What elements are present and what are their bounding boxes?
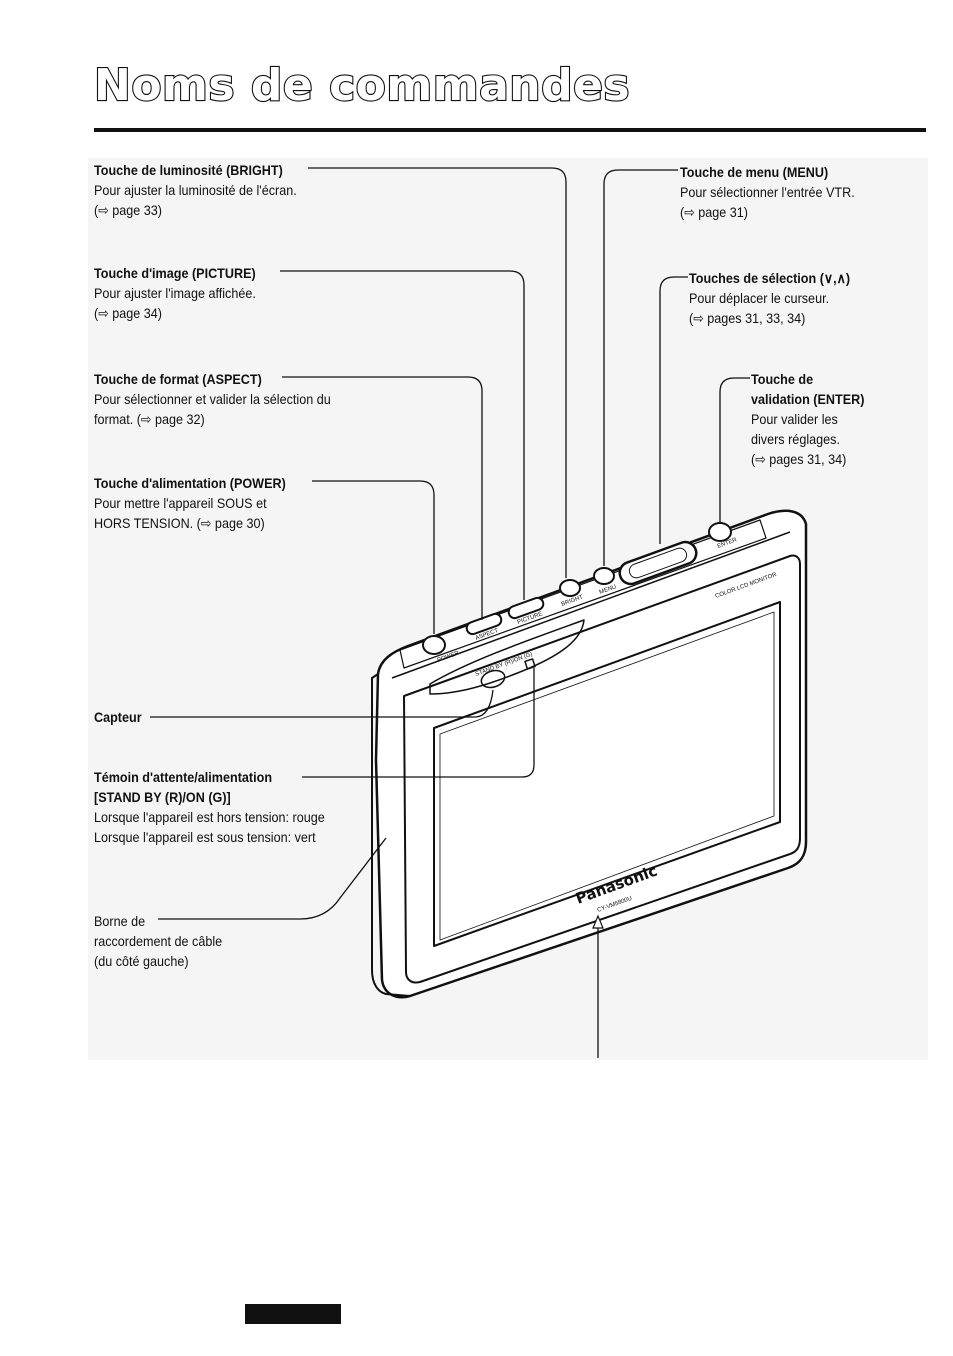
label-menu-heading: Touche de menu (MENU) [680, 164, 829, 180]
page-number-tab [245, 1304, 341, 1324]
lcd-screen [433, 601, 781, 947]
label-borne-line2: raccordement de câble [94, 933, 223, 949]
label-borne-line3: (du côté gauche) [94, 953, 189, 969]
model-arrow-icon [592, 914, 604, 929]
label-aspect: Touche de format (ASPECT) Pour sélection… [94, 369, 331, 429]
leader-power [312, 480, 435, 634]
label-bright-heading: Touche de luminosité (BRIGHT) [94, 162, 283, 178]
label-picture-desc: Pour ajuster l'image affichée. [94, 285, 256, 301]
label-picture-ref: (⇨ page 34) [94, 305, 163, 321]
label-picture-heading: Touche d'image (PICTURE) [94, 265, 256, 281]
label-power-heading: Touche d'alimentation (POWER) [94, 475, 286, 491]
label-borne-line1: Borne de [94, 913, 146, 929]
lcd-monitor [371, 509, 808, 999]
leader-aspect [282, 376, 483, 620]
title-rule [94, 128, 926, 132]
label-bright-ref: (⇨ page 33) [94, 202, 163, 218]
label-aspect-heading: Touche de format (ASPECT) [94, 371, 262, 387]
leader-standby [302, 668, 535, 778]
label-power-ref: HORS TENSION. (⇨ page 30) [94, 515, 265, 531]
leader-capteur [150, 689, 494, 718]
label-enter-desc1: Pour valider les [751, 411, 838, 427]
label-bright: Touche de luminosité (BRIGHT) Pour ajust… [94, 160, 297, 220]
device-menu-label: MENU [599, 584, 618, 596]
label-standby-off: Lorsque l'appareil est hors tension: rou… [94, 809, 325, 825]
leader-enter [719, 377, 750, 522]
led-indicator [524, 658, 536, 670]
label-selection-heading: Touches de sélection (∨,∧) [689, 270, 851, 286]
label-selection: Touches de sélection (∨,∧) Pour déplacer… [689, 268, 850, 328]
leader-selection [659, 276, 688, 544]
label-menu: Touche de menu (MENU) Pour sélectionner … [680, 162, 855, 222]
label-enter-subheading: validation (ENTER) [751, 391, 865, 407]
label-power-desc: Pour mettre l'appareil SOUS et [94, 495, 267, 511]
monitor-left-side [371, 673, 411, 997]
label-power: Touche d'alimentation (POWER) Pour mettr… [94, 473, 286, 533]
label-capteur-heading: Capteur [94, 709, 142, 725]
selection-button-inner [628, 547, 688, 579]
label-borne: Borne de raccordement de câble (du côté … [94, 911, 222, 971]
label-selection-ref: (⇨ pages 31, 33, 34) [689, 310, 806, 326]
label-standby: Témoin d'attente/alimentation [STAND BY … [94, 767, 325, 847]
label-standby-subheading: [STAND BY (R)/ON (G)] [94, 789, 231, 805]
bright-button-shape [559, 579, 581, 597]
leader-borne [158, 837, 387, 920]
label-standby-on: Lorsque l'appareil est sous tension: ver… [94, 829, 316, 845]
sensor-window [480, 669, 506, 689]
leader-lines [150, 167, 750, 1058]
label-capteur: Capteur [94, 707, 142, 727]
picture-button-shape [507, 596, 545, 620]
monitor-front-bezel [403, 554, 801, 984]
label-aspect-desc: Pour sélectionner et valider la sélectio… [94, 391, 331, 407]
label-enter: Touche de validation (ENTER) Pour valide… [751, 369, 864, 469]
label-picture: Touche d'image (PICTURE) Pour ajuster l'… [94, 263, 256, 323]
label-enter-ref: (⇨ pages 31, 34) [751, 451, 847, 467]
page-title: Noms de commandes [93, 60, 631, 111]
monitor-top-edge [391, 531, 791, 679]
label-bright-desc: Pour ajuster la luminosité de l'écran. [94, 182, 297, 198]
label-menu-desc: Pour sélectionner l'entrée VTR. [680, 184, 855, 200]
leader-picture [280, 270, 525, 600]
label-selection-desc: Pour déplacer le curseur. [689, 290, 830, 306]
sensor-panel [429, 619, 585, 695]
lcd-screen-inner [439, 611, 775, 941]
label-aspect-ref: format. (⇨ page 32) [94, 411, 205, 427]
leader-bright [308, 167, 567, 578]
label-standby-heading: Témoin d'attente/alimentation [94, 769, 273, 785]
label-enter-heading: Touche de [751, 371, 814, 387]
leader-menu [603, 169, 678, 566]
label-menu-ref: (⇨ page 31) [680, 204, 749, 220]
enter-button-shape [708, 522, 732, 542]
label-enter-desc2: divers réglages. [751, 431, 840, 447]
power-button-shape [422, 635, 446, 655]
menu-button-shape [593, 567, 615, 585]
